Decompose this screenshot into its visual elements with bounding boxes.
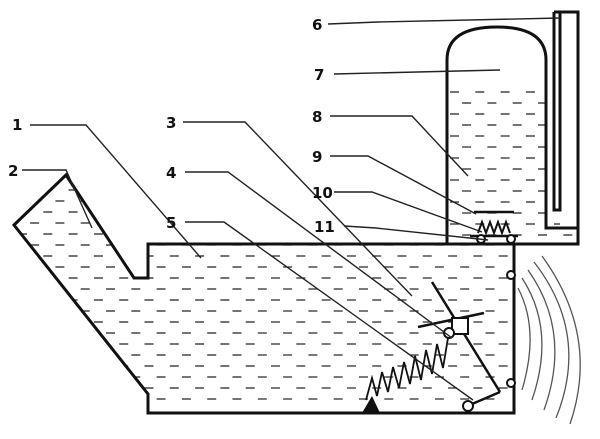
reservoir-outline [445, 25, 548, 244]
label-8: 8 [312, 108, 322, 126]
lever-mechanism [417, 281, 502, 412]
label-1: 1 [12, 116, 22, 134]
label-6: 6 [312, 16, 322, 34]
leader-10 [334, 191, 483, 233]
leader-lines [22, 17, 561, 401]
wall-hole-upper [506, 270, 516, 280]
spring [365, 337, 449, 401]
leader-11 [343, 225, 489, 241]
leader-5 [185, 221, 474, 401]
spring-anchor [362, 396, 380, 413]
main-tank-outline [11, 172, 516, 415]
leader-9 [330, 155, 477, 215]
wall-hole-lower [506, 378, 516, 388]
leader-4 [185, 171, 453, 339]
tank-water-hatching [18, 189, 508, 400]
leader-2 [22, 169, 93, 229]
leader-3 [183, 121, 413, 297]
vent-tube-outer [544, 10, 580, 230]
label-11: 11 [314, 218, 335, 236]
label-9: 9 [312, 148, 322, 166]
label-3: 3 [166, 114, 176, 132]
leader-7 [333, 69, 501, 75]
label-2: 2 [8, 162, 18, 180]
label-4: 4 [166, 164, 176, 182]
vibration-arcs [517, 255, 581, 425]
leader-1 [30, 124, 202, 259]
reservoir-valve [470, 210, 518, 244]
label-5: 5 [166, 214, 176, 232]
vent-tube [552, 12, 562, 212]
reservoir-base-outline [447, 228, 580, 246]
label-7: 7 [314, 66, 324, 84]
leader-6 [327, 17, 561, 25]
label-10: 10 [312, 184, 333, 202]
leader-8 [330, 115, 469, 177]
